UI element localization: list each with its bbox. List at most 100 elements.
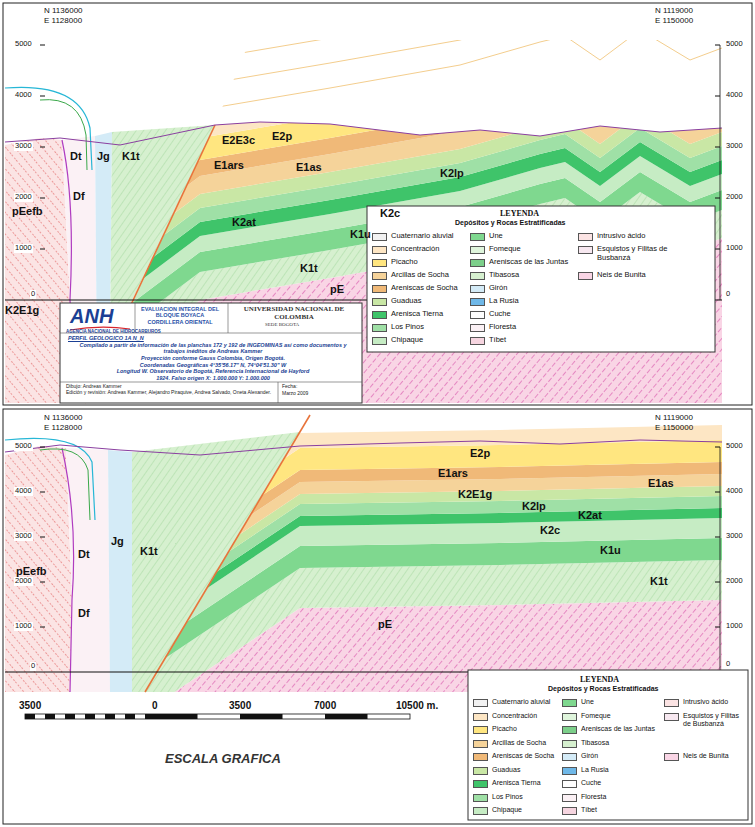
formation-label: K2c	[540, 524, 560, 537]
elevation-label: 1000	[725, 244, 744, 253]
projected-stratum-line	[40, 0, 730, 155]
stratum-band	[140, 474, 722, 601]
legend-text: Intrusivo ácido	[683, 698, 745, 706]
legend-text: Neis de Bunita	[683, 752, 745, 760]
scale-bar	[25, 714, 410, 719]
strata-outline-group	[40, 0, 730, 230]
elevation-label: 3000	[725, 532, 744, 541]
elevation-label: 1000	[725, 622, 744, 631]
legend-text: Tibasosa	[489, 271, 519, 280]
coordinate-label: E 1150000	[655, 16, 693, 25]
formation-label: K2lp	[440, 167, 464, 180]
legend-swatch	[578, 246, 593, 254]
legend-text: Floresta	[581, 793, 606, 801]
contact-arc	[40, 449, 90, 520]
legend-text: Concentración	[492, 712, 537, 720]
scale-title: ESCALA GRAFICA	[165, 752, 281, 767]
legend-text: Neis de Bunita	[597, 271, 675, 280]
axis-line	[720, 447, 721, 672]
formation-label: Df	[73, 190, 85, 203]
formation-label: K1u	[600, 544, 621, 557]
legend-text: Cuaternario aluvial	[492, 698, 550, 706]
formation-label: pE	[330, 283, 344, 296]
stratum-band	[140, 518, 722, 653]
projected-stratum-line	[40, 30, 730, 230]
legend-swatch	[372, 259, 387, 267]
elevation-label: 1000	[14, 622, 33, 631]
legend-text: Arcillas de Socha	[391, 271, 449, 280]
university-name: UNIVERSIDAD NACIONAL DE COLOMBIA	[235, 305, 353, 321]
map-note: Proyección conforme Gauss Colombia, Orig…	[68, 355, 358, 361]
formation-label: E1ars	[438, 467, 468, 480]
scale-label: 0	[152, 700, 158, 712]
elevation-label: 1000	[14, 244, 33, 253]
legend-text: Areniscas de Socha	[391, 284, 458, 293]
title-block-frame	[60, 303, 362, 403]
formation-label: K2at	[232, 216, 256, 229]
legend-text: Esquistos y Filitas de Busbanzá	[597, 245, 675, 262]
legend-text: Fomeque	[489, 245, 521, 254]
legend-swatch	[562, 807, 577, 815]
devonian-strip	[66, 448, 110, 692]
profile-title: PERFIL GEOLOGICO 1A N_N	[68, 335, 144, 341]
elevation-label: 0	[30, 662, 36, 671]
legend-text: Une	[489, 232, 503, 241]
fault-line	[145, 415, 310, 692]
credit-text: Fecha:	[282, 384, 297, 390]
elevation-label: 3000	[14, 532, 33, 541]
topography-line	[5, 440, 722, 455]
stratum-band	[140, 496, 722, 623]
legend-swatch	[372, 246, 387, 254]
elevation-label: 2000	[14, 577, 33, 586]
legend-text: Chipaque	[391, 336, 423, 345]
stratum-band	[40, 58, 730, 280]
formation-label: K2E1g	[458, 488, 492, 501]
formation-label: K2E1g	[5, 304, 39, 317]
legend-swatch	[578, 233, 593, 241]
elevation-label: 5000	[725, 442, 744, 451]
legend-swatch	[473, 713, 488, 721]
legend-swatch	[562, 767, 577, 775]
elevation-label: 0	[725, 660, 731, 669]
stratum-band	[140, 508, 722, 633]
legend-swatch	[562, 713, 577, 721]
legend-swatch	[473, 807, 488, 815]
legend-swatch	[470, 272, 485, 280]
elevation-label: 0	[725, 290, 731, 299]
formation-label: E1as	[648, 477, 674, 490]
formation-label: K2c	[380, 207, 400, 220]
elevation-label: 3000	[14, 142, 33, 151]
formation-label: K2lp	[522, 500, 546, 513]
scale-label: 10500 m.	[396, 700, 438, 712]
elevation-label: 5000	[14, 40, 33, 49]
legend-text: Floresta	[489, 323, 516, 332]
elevation-label: 5000	[725, 40, 744, 49]
legend-text: Picacho	[391, 258, 418, 267]
legend-text: Arenisca Tierna	[492, 779, 541, 787]
legend-swatch	[562, 753, 577, 761]
legend-swatch	[372, 324, 387, 332]
legend-text: Cuche	[581, 779, 601, 787]
map-note: Coordenadas Geográficas 4°35'56.17" N, 7…	[68, 362, 358, 368]
legend-swatch	[470, 298, 485, 306]
legend-text: Tíbet	[489, 336, 506, 345]
legend-text: Picacho	[492, 725, 517, 733]
map-note: 1924. Falso origen X: 1.000.000 Y: 1.000…	[68, 375, 358, 381]
elevation-label: 2000	[725, 577, 744, 586]
strata-group	[40, 30, 730, 420]
legend-swatch	[562, 699, 577, 707]
legend-text: Cuaternario aluvial	[391, 232, 454, 241]
contact-arc	[5, 438, 95, 520]
legend-swatch	[473, 753, 488, 761]
legend-subheading: Depósitos y Rocas Estratificadas	[548, 685, 659, 693]
stratum-band	[140, 486, 722, 611]
legend-swatch	[372, 233, 387, 241]
legend-swatch	[562, 794, 577, 802]
formation-label: K1t	[140, 545, 158, 558]
agency-name: AGENCIA NACIONAL DE HIDROCARBUROS	[66, 329, 161, 334]
legend-text: Areniscas de las Juntas	[489, 258, 568, 267]
elevation-label: 4000	[14, 91, 33, 100]
scale-bar-frame	[25, 714, 410, 719]
legend-heading: LEYENDA	[580, 675, 619, 684]
legend-text: Arenisca Tierna	[391, 310, 443, 319]
